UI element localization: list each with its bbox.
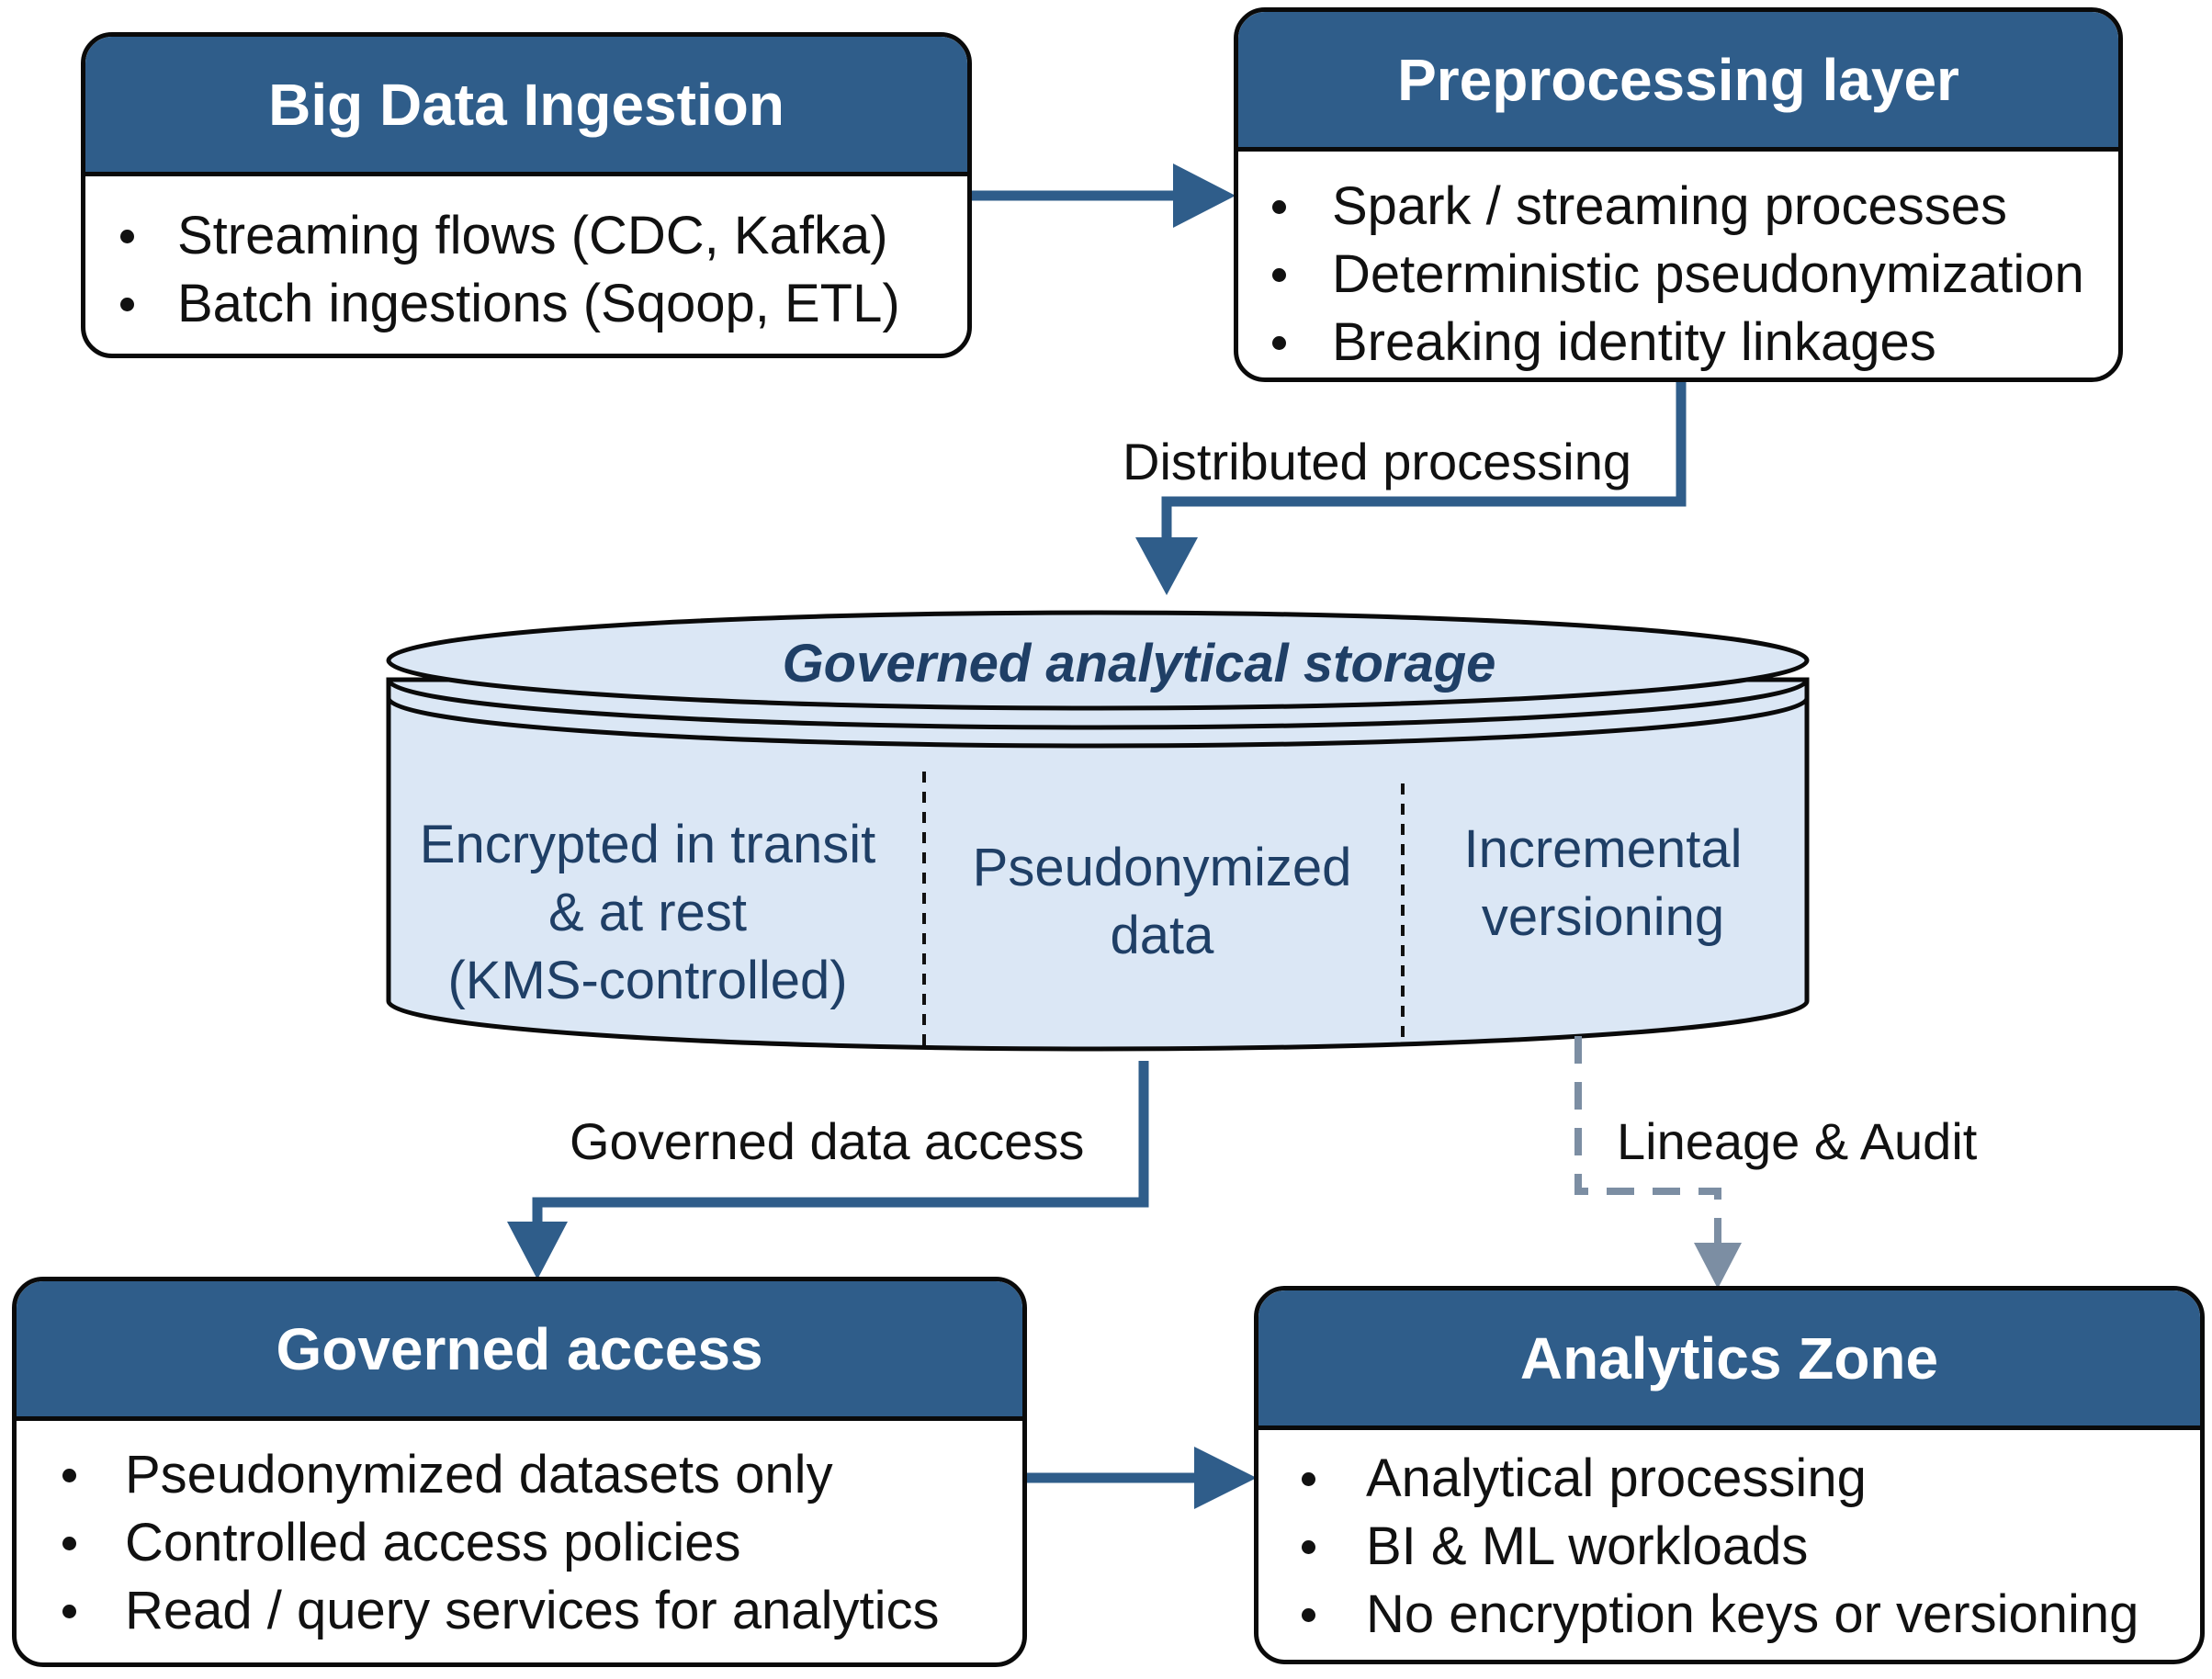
list-item-text: Pseudonymized datasets only — [125, 1445, 833, 1504]
preprocessing-box: Preprocessing layer Spark / streaming pr… — [1234, 7, 2123, 382]
list-item-text: Deterministic pseudonymization — [1332, 244, 2084, 304]
governed-access-list: Pseudonymized datasets only Controlled a… — [17, 1421, 1022, 1645]
dashed-arrow-head-analytics — [1694, 1243, 1742, 1289]
list-item-text: Spark / streaming processes — [1332, 176, 2007, 236]
preprocessing-list: Spark / streaming processes Deterministi… — [1238, 152, 2118, 377]
analytics-zone-header: Analytics Zone — [1258, 1290, 2200, 1430]
bullet-icon — [1302, 1607, 1315, 1622]
list-item: No encryption keys or versioning — [1258, 1581, 2200, 1649]
analytics-zone-box: Analytics Zone Analytical processing BI … — [1254, 1286, 2205, 1664]
list-item: Controlled access policies — [17, 1509, 1022, 1577]
list-item: Breaking identity linkages — [1238, 309, 2118, 377]
list-item-text: No encryption keys or versioning — [1366, 1584, 2139, 1644]
storage-title: Governed analytical storage — [782, 634, 1496, 693]
bullet-icon — [1272, 199, 1286, 214]
list-item: Deterministic pseudonymization — [1238, 241, 2118, 309]
bullet-icon — [62, 1536, 76, 1550]
list-item: Streaming flows (CDC, Kafka) — [85, 202, 967, 270]
ingestion-box: Big Data Ingestion Streaming flows (CDC,… — [81, 32, 972, 358]
label-lineage-audit: Lineage & Audit — [1617, 1112, 1978, 1170]
bullet-icon — [120, 297, 134, 311]
label-distributed-processing: Distributed processing — [1123, 433, 1632, 490]
bullet-icon — [62, 1604, 76, 1618]
label-governed-data-access: Governed data access — [570, 1112, 1085, 1170]
governed-access-header: Governed access — [17, 1281, 1022, 1421]
analytics-zone-list: Analytical processing BI & ML workloads … — [1258, 1430, 2200, 1649]
storage-section-versioning-text: Incremental versioning — [1463, 819, 1743, 947]
storage-section-pseudonymized-text: Pseudonymized data — [972, 838, 1352, 965]
list-item: Pseudonymized datasets only — [17, 1441, 1022, 1509]
list-item: Spark / streaming processes — [1238, 173, 2118, 241]
storage-section-encryption: Encrypted in transit & at rest (KMS-cont… — [395, 811, 900, 1015]
list-item-text: BI & ML workloads — [1366, 1516, 1809, 1576]
list-item: BI & ML workloads — [1258, 1513, 2200, 1581]
list-item-text: Analytical processing — [1366, 1448, 1867, 1508]
bullet-icon — [120, 229, 134, 243]
storage-section-versioning: Incremental versioning — [1415, 816, 1791, 952]
bullet-icon — [1272, 335, 1286, 350]
list-item-text: Read / query services for analytics — [125, 1581, 940, 1640]
arrow-head-storage — [1135, 537, 1198, 595]
storage-section-encryption-text: Encrypted in transit & at rest (KMS-cont… — [419, 815, 876, 1010]
bullet-icon — [62, 1468, 76, 1482]
list-item-text: Controlled access policies — [125, 1513, 741, 1572]
arrow-head-governed-access — [507, 1222, 568, 1279]
arrow-head-preprocessing — [1173, 163, 1236, 228]
list-item-text: Streaming flows (CDC, Kafka) — [177, 206, 888, 265]
bullet-icon — [1302, 1539, 1315, 1554]
preprocessing-header: Preprocessing layer — [1238, 12, 2118, 152]
storage-cylinder — [386, 610, 1810, 1052]
list-item-text: Batch ingestions (Sqoop, ETL) — [177, 274, 900, 333]
list-item-text: Breaking identity linkages — [1332, 312, 1936, 372]
list-item: Batch ingestions (Sqoop, ETL) — [85, 270, 967, 338]
ingestion-header: Big Data Ingestion — [85, 37, 967, 176]
arrow-preprocessing-to-storage — [1161, 379, 1687, 537]
list-item: Read / query services for analytics — [17, 1577, 1022, 1645]
arrow-storage-to-governed-access — [532, 1061, 1149, 1222]
bullet-icon — [1272, 267, 1286, 282]
arrow-head-analytics — [1194, 1447, 1257, 1509]
bullet-icon — [1302, 1471, 1315, 1486]
storage-section-pseudonymized: Pseudonymized data — [942, 834, 1382, 970]
list-item: Analytical processing — [1258, 1445, 2200, 1513]
ingestion-list: Streaming flows (CDC, Kafka) Batch inges… — [85, 176, 967, 338]
governed-access-box: Governed access Pseudonymized datasets o… — [12, 1277, 1027, 1667]
